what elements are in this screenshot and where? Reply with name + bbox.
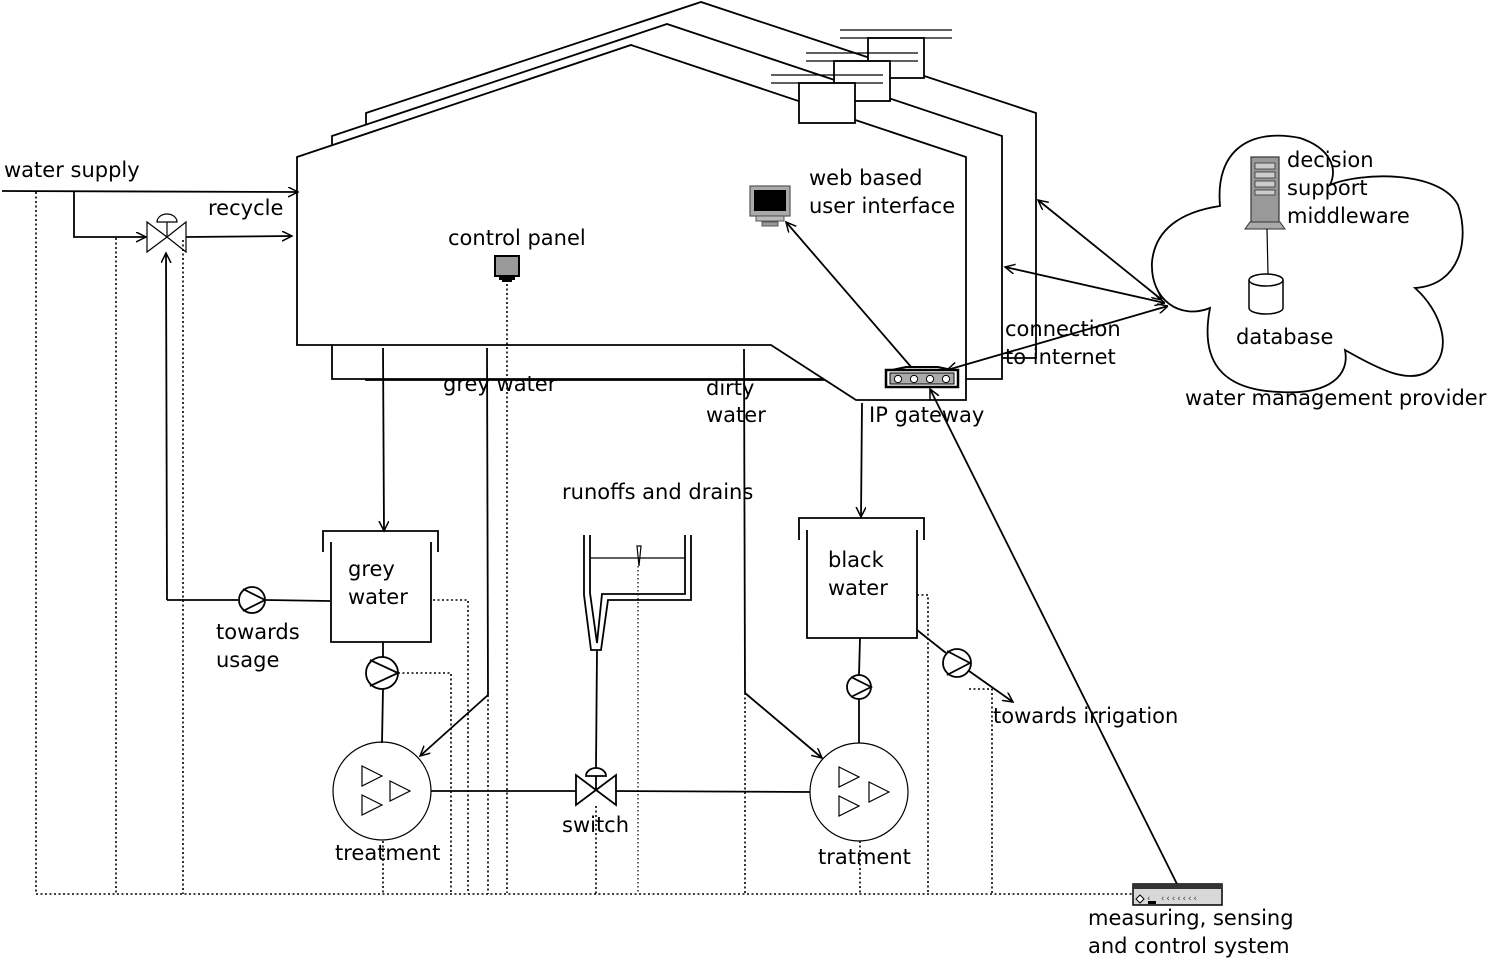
network-links xyxy=(786,200,1178,885)
recycle-label: recycle xyxy=(208,196,283,220)
switch-to-treatment-right xyxy=(615,790,811,793)
grey-water-flow-label: grey water xyxy=(443,372,557,396)
dss-label-line2: support xyxy=(1287,176,1368,200)
server-icon xyxy=(1244,156,1286,230)
pump-icon xyxy=(365,656,401,690)
pump-icon xyxy=(238,586,268,614)
router-icon xyxy=(884,366,960,389)
treatment-right-unit xyxy=(809,742,909,842)
switch-valve-icon xyxy=(575,767,617,807)
three-way-valve-icon xyxy=(146,213,187,254)
mscs-label-line2: and control system xyxy=(1088,934,1290,958)
database-cylinder-icon xyxy=(1248,273,1284,315)
towards-irrigation-label: towards irrigation xyxy=(993,704,1178,728)
pump-to-treatment-left xyxy=(381,688,384,744)
runoffs-drains-label: runoffs and drains xyxy=(562,480,753,504)
database-label: database xyxy=(1236,325,1333,349)
black-water-tank xyxy=(798,517,925,639)
treatment-left-unit xyxy=(332,741,432,841)
web-ui-label-line1: web based xyxy=(809,166,923,190)
house-drain-lines xyxy=(383,347,862,758)
switch-label: switch xyxy=(562,813,629,837)
dirty-water-label-line2: water xyxy=(706,403,766,427)
irrigation-outflow xyxy=(968,670,1013,702)
grey-water-tank-label-line2: water xyxy=(348,585,408,609)
runoff-drain-basin xyxy=(583,535,692,651)
grey-water-tank xyxy=(322,530,439,643)
treatment-left-label: treatment xyxy=(335,841,440,865)
control-panel-monitor-icon xyxy=(494,255,520,282)
svg-text:‹: ‹ xyxy=(1146,894,1151,904)
drain-to-switch xyxy=(595,649,598,769)
controller-rack-icon: ‹‹‹‹‹‹‹ ‹ xyxy=(1132,883,1223,906)
dss-label-line3: middleware xyxy=(1287,204,1410,228)
water-management-cloud-shape xyxy=(1151,134,1464,394)
grey-water-tank-label-line1: grey xyxy=(348,557,395,581)
dirty-water-label-line1: dirty xyxy=(706,376,754,400)
black-tank-to-pump xyxy=(858,637,861,676)
black-water-tank-label-line2: water xyxy=(828,576,888,600)
sensor-control-bus xyxy=(35,192,1133,895)
svg-text:‹‹‹‹‹‹‹: ‹‹‹‹‹‹‹ xyxy=(1160,894,1198,904)
mscs-label-line1: measuring, sensing xyxy=(1088,906,1294,930)
water-supply-lines xyxy=(1,191,331,602)
control-panel-label: control panel xyxy=(448,226,586,250)
treatment-right-label: tratment xyxy=(818,845,911,869)
web-ui-label-line2: user interface xyxy=(809,194,955,218)
black-water-tank-label-line1: black xyxy=(828,548,885,572)
web-ui-monitor-icon xyxy=(749,185,791,227)
connection-label-line2: to internet xyxy=(1005,345,1116,369)
server-db-link xyxy=(1266,228,1269,275)
pump-icon xyxy=(846,674,874,700)
water-management-provider-label: water management provider xyxy=(1185,386,1487,410)
house-buildings xyxy=(296,1,1037,401)
towards-usage-label-line2: usage xyxy=(216,648,279,672)
pump-icon xyxy=(942,648,972,678)
ip-gateway-label: IP gateway xyxy=(869,403,984,427)
water-supply-label: water supply xyxy=(4,158,140,182)
connection-label-line1: connection xyxy=(1005,317,1121,341)
black-tank-to-irrigation-pump xyxy=(916,629,947,654)
dss-label-line1: decision xyxy=(1287,148,1374,172)
towards-usage-label-line1: towards xyxy=(216,620,300,644)
